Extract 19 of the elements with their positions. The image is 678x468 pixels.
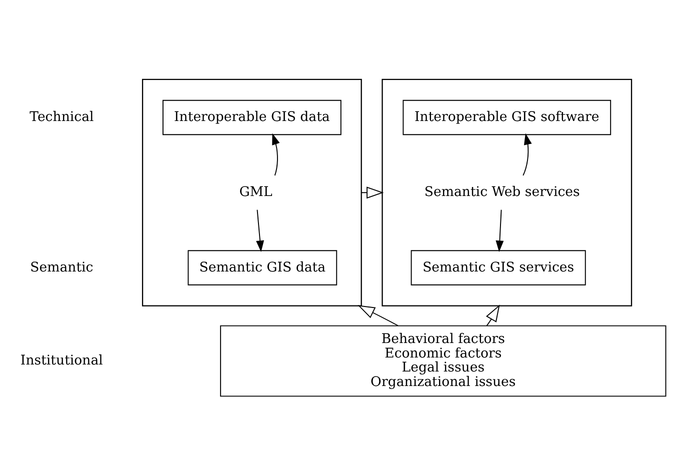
node-text: GML bbox=[239, 185, 272, 200]
cluster bbox=[142, 78, 362, 306]
node-text: Semantic Web services bbox=[424, 185, 580, 200]
arrow bbox=[272, 133, 280, 176]
node-box: Behavioral factors Economic factors Legal issues Organizational issues bbox=[220, 325, 666, 397]
arrow bbox=[522, 133, 532, 176]
label: Institutional bbox=[20, 354, 103, 369]
node-box: Interoperable GIS data bbox=[162, 100, 342, 136]
node-box: Semantic GIS data bbox=[188, 250, 338, 286]
node-box: Interoperable GIS software bbox=[402, 100, 612, 136]
label: Technical bbox=[30, 110, 94, 125]
node-box: Semantic GIS services bbox=[410, 250, 586, 286]
arrow bbox=[496, 209, 504, 252]
label: Semantic bbox=[30, 260, 94, 276]
arrow bbox=[358, 305, 398, 326]
arrow bbox=[256, 209, 264, 252]
cluster bbox=[382, 78, 632, 306]
arrow bbox=[360, 186, 384, 199]
arrow bbox=[486, 304, 500, 326]
